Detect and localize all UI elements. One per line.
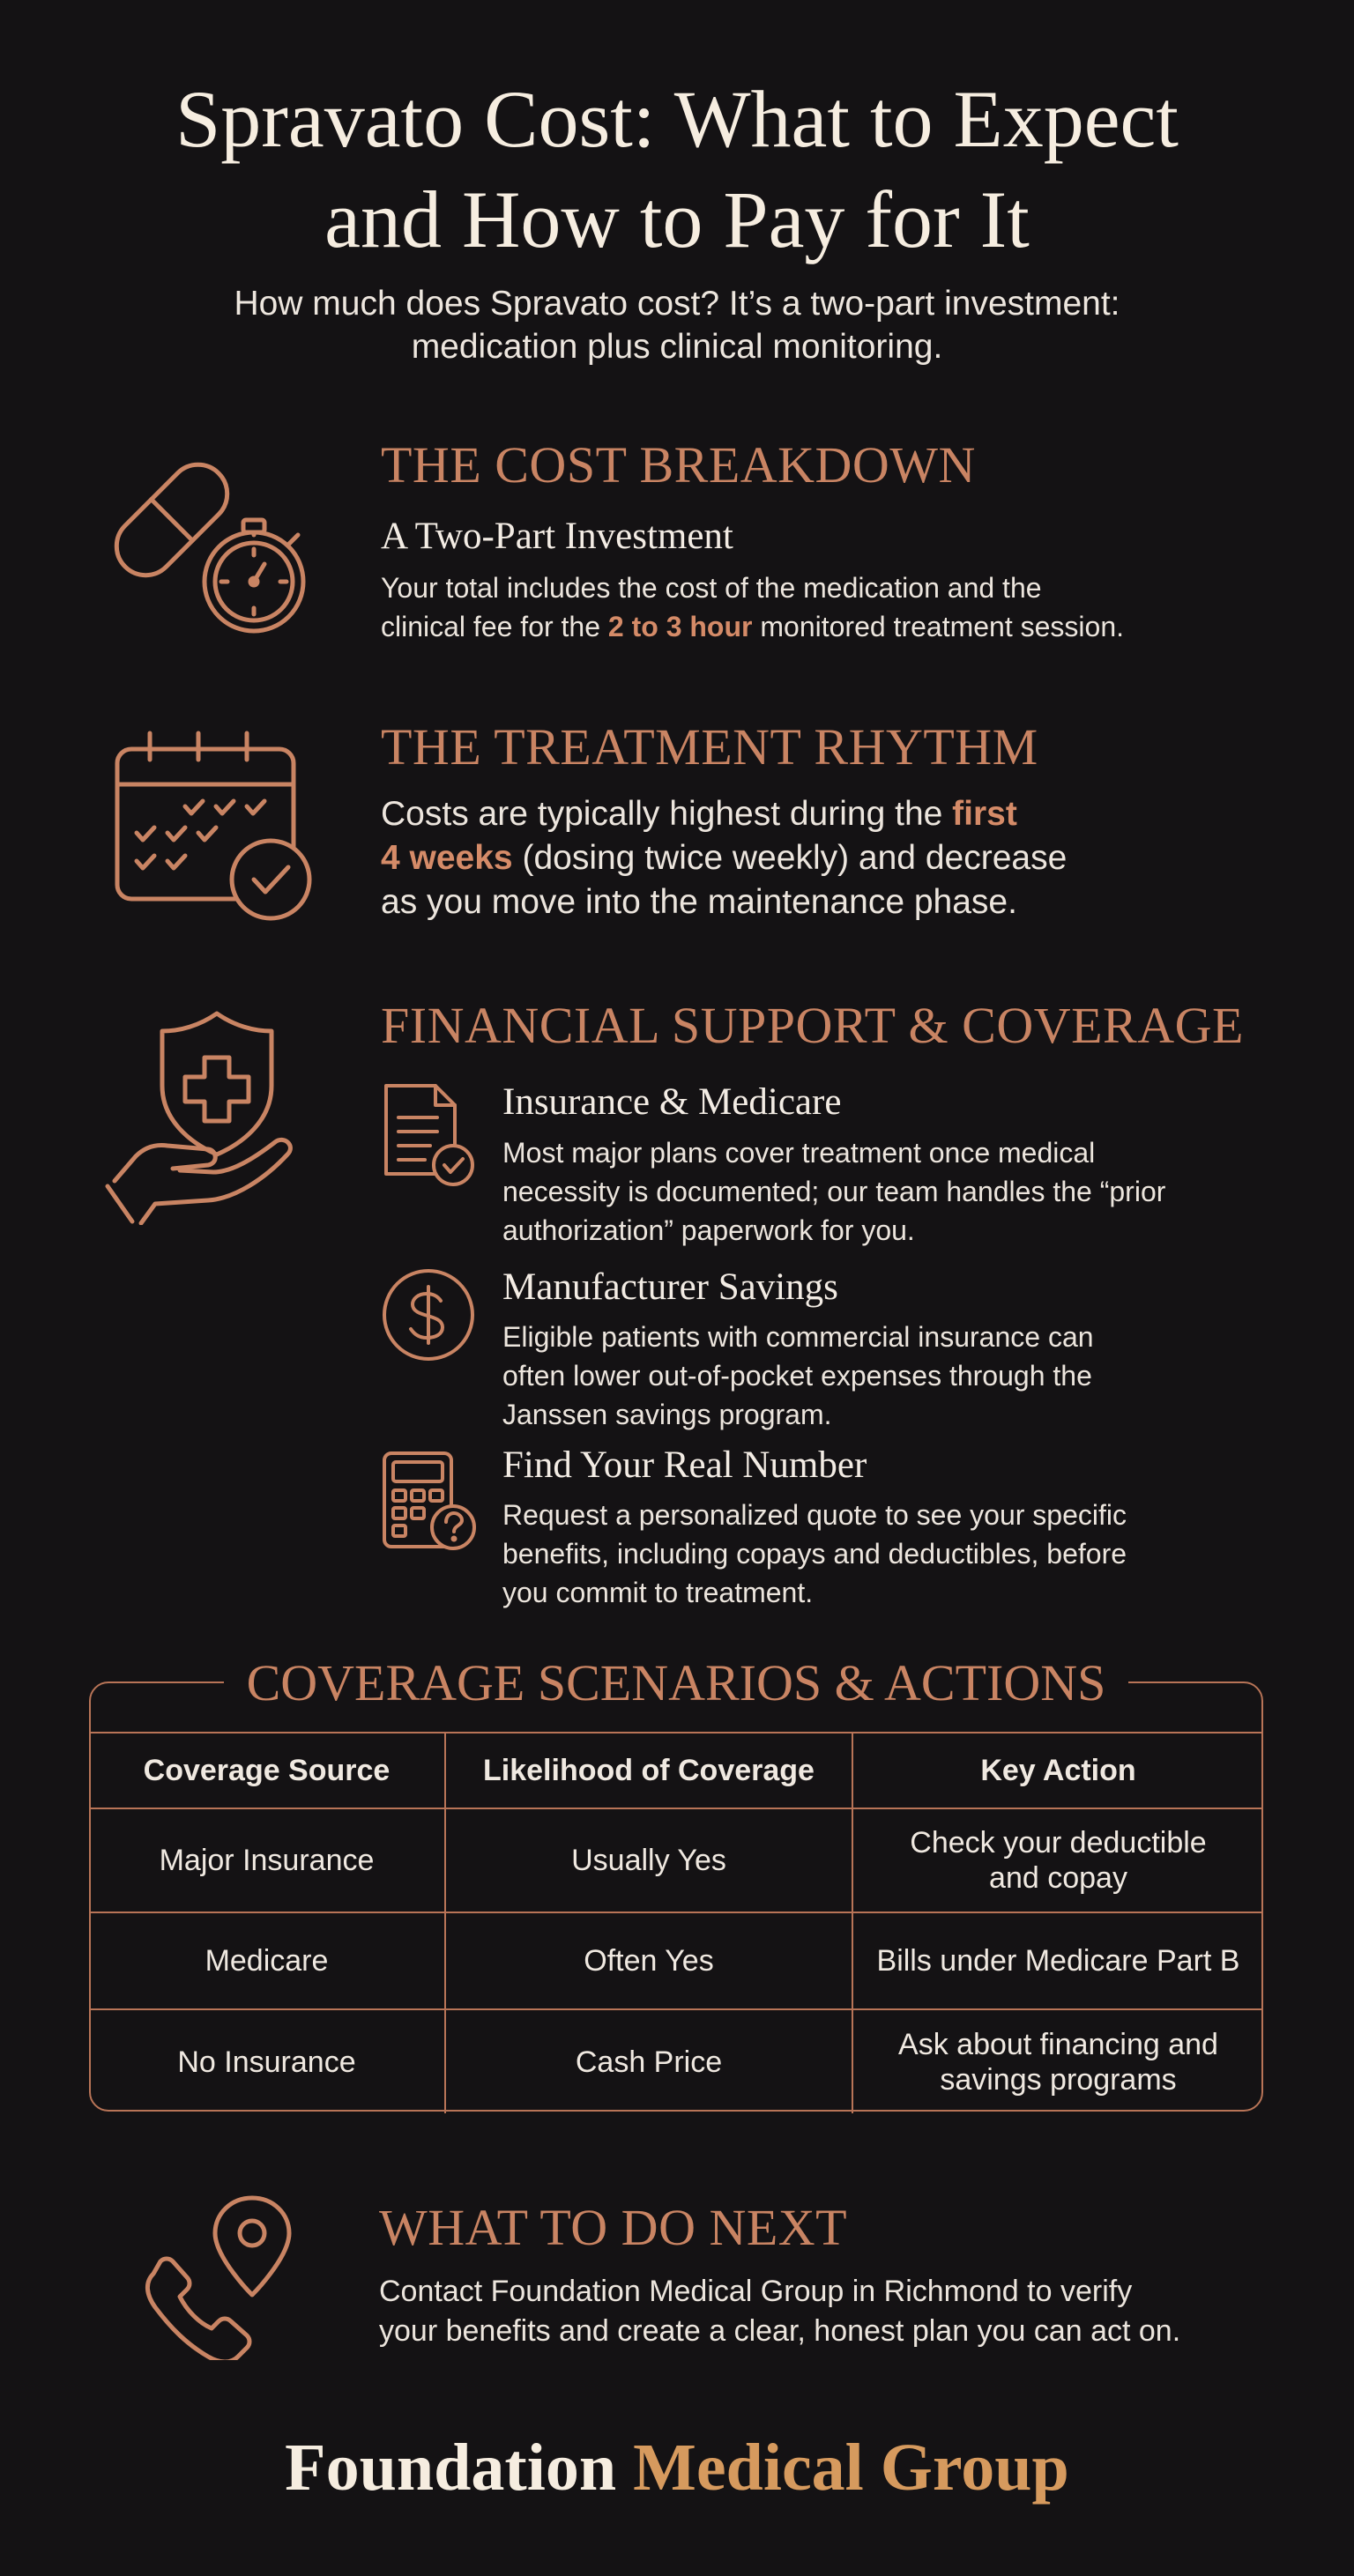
- next-line-2: your benefits and create a clear, honest…: [379, 2314, 1181, 2348]
- rhythm-line-3: as you move into the maintenance phase.: [381, 883, 1017, 921]
- manufacturer-savings-text: Eligible patients with commercial insura…: [502, 1318, 1322, 1434]
- subtitle-line-1: How much does Spravato cost? It’s a two-…: [234, 285, 1120, 323]
- table-cell: Major Insurance: [89, 1808, 446, 1913]
- page-title: Spravato Cost: What to Expect and How to…: [0, 69, 1354, 270]
- coverage-table-heading: COVERAGE SCENARIOS & ACTIONS: [89, 1654, 1263, 1711]
- table-cell: Usually Yes: [444, 1808, 853, 1913]
- treatment-rhythm-heading: THE TREATMENT RHYTHM: [381, 718, 1038, 776]
- cell-line: savings programs: [940, 2062, 1177, 2097]
- real-number-text: Request a personalized quote to see your…: [502, 1496, 1322, 1612]
- cost-breakdown-heading: THE COST BREAKDOWN: [381, 436, 976, 494]
- next-line-1: Contact Foundation Medical Group in Rich…: [379, 2275, 1133, 2308]
- rhythm-line-1: Costs are typically highest during the f…: [381, 792, 1306, 836]
- table-cell: Cash Price: [444, 2008, 853, 2113]
- document-check-icon: [381, 1082, 478, 1188]
- quote-line-1: Request a personalized quote to see your…: [502, 1499, 1127, 1531]
- brand-word-medical-group: Medical Group: [633, 2431, 1069, 2505]
- coverage-table: Coverage Source Likelihood of Coverage K…: [89, 1732, 1263, 2113]
- brand-logo: Foundation Medical Group: [0, 2428, 1354, 2507]
- insurance-medicare-title: Insurance & Medicare: [502, 1081, 842, 1123]
- cost-line-2-pre: clinical fee for the: [381, 611, 608, 642]
- table-row: Medicare Often Yes Bills under Medicare …: [89, 1912, 1263, 2010]
- column-header: Key Action: [852, 1732, 1263, 1809]
- savings-line-2: often lower out-of-pocket expenses throu…: [502, 1360, 1092, 1392]
- real-number-title: Find Your Real Number: [502, 1444, 867, 1486]
- insurance-line-1: Most major plans cover treatment once me…: [502, 1137, 1096, 1169]
- rhythm-line-2: 4 weeks (dosing twice weekly) and decrea…: [381, 836, 1306, 880]
- hand-shield-icon: [104, 1005, 316, 1225]
- title-line-2: and How to Pay for It: [324, 174, 1030, 264]
- calendar-check-icon: [110, 723, 317, 925]
- calculator-question-icon: [381, 1450, 478, 1552]
- rhythm-first-highlight: first: [952, 795, 1017, 833]
- cell-line: Ask about financing and: [898, 2027, 1218, 2061]
- insurance-line-2: necessity is documented; our team handle…: [502, 1176, 1166, 1207]
- table-header-row: Coverage Source Likelihood of Coverage K…: [89, 1732, 1263, 1809]
- title-line-1: Spravato Cost: What to Expect: [175, 74, 1179, 164]
- column-header: Likelihood of Coverage: [444, 1732, 853, 1809]
- brand-word-foundation: Foundation: [285, 2431, 617, 2505]
- session-length-highlight: 2 to 3 hour: [607, 611, 753, 642]
- quote-line-3: you commit to treatment.: [502, 1577, 814, 1608]
- cost-line-1: Your total includes the cost of the medi…: [381, 572, 1042, 604]
- pill-stopwatch-icon: [97, 436, 317, 648]
- rhythm-line-2-post: (dosing twice weekly) and decrease: [512, 839, 1068, 877]
- table-cell: Medicare: [89, 1912, 446, 2010]
- savings-line-3: Janssen savings program.: [502, 1399, 832, 1430]
- quote-line-2: benefits, including copays and deductibl…: [502, 1538, 1127, 1570]
- table-row: No Insurance Cash Price Ask about financ…: [89, 2008, 1263, 2113]
- subtitle-line-2: medication plus clinical monitoring.: [411, 328, 943, 366]
- insurance-medicare-text: Most major plans cover treatment once me…: [502, 1133, 1322, 1250]
- manufacturer-savings-title: Manufacturer Savings: [502, 1266, 838, 1308]
- rhythm-line-1-pre: Costs are typically highest during the: [381, 795, 953, 833]
- dollar-circle-icon: [381, 1267, 476, 1362]
- insurance-line-3: authorization” paperwork for you.: [502, 1214, 915, 1246]
- rhythm-weeks-highlight: 4 weeks: [381, 839, 513, 877]
- phone-location-icon: [141, 2193, 300, 2360]
- cost-breakdown-text: Your total includes the cost of the medi…: [381, 568, 1306, 646]
- savings-line-1: Eligible patients with commercial insura…: [502, 1321, 1094, 1353]
- next-steps-text: Contact Foundation Medical Group in Rich…: [379, 2272, 1331, 2351]
- table-row: Major Insurance Usually Yes Check your d…: [89, 1808, 1263, 1913]
- treatment-rhythm-text: Costs are typically highest during the f…: [381, 792, 1306, 924]
- table-cell: No Insurance: [89, 2008, 446, 2113]
- table-cell: Bills under Medicare Part B: [852, 1912, 1263, 2010]
- cell-line: and copay: [989, 1861, 1127, 1895]
- cost-line-2: clinical fee for the 2 to 3 hour monitor…: [381, 607, 1306, 646]
- cell-line: Check your deductible: [910, 1826, 1207, 1860]
- next-steps-heading: WHAT TO DO NEXT: [379, 2199, 848, 2256]
- cost-line-2-post: monitored treatment session.: [752, 611, 1124, 642]
- financial-support-heading: FINANCIAL SUPPORT & COVERAGE: [381, 997, 1244, 1054]
- page-subtitle: How much does Spravato cost? It’s a two-…: [0, 282, 1354, 368]
- table-cell: Often Yes: [444, 1912, 853, 2010]
- coverage-table-heading-text: COVERAGE SCENARIOS & ACTIONS: [223, 1654, 1129, 1711]
- cost-breakdown-subheading: A Two-Part Investment: [381, 516, 733, 557]
- column-header: Coverage Source: [89, 1732, 446, 1809]
